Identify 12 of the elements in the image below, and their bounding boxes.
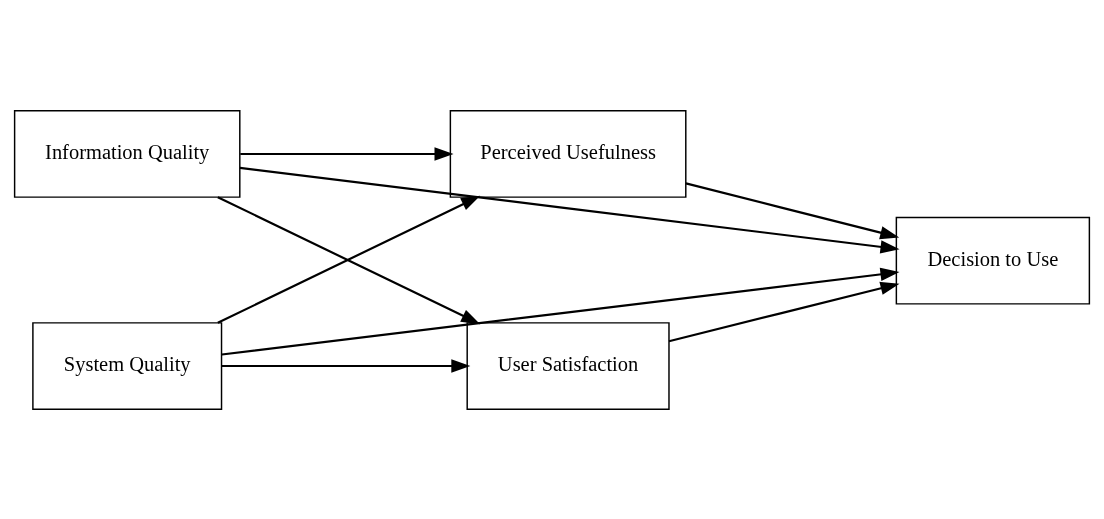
node-box: Perceived Usefulness	[449, 109, 687, 198]
node-box: User Satisfaction	[466, 321, 670, 410]
node-box: System Quality	[32, 321, 223, 410]
node-box: Information Quality	[13, 109, 241, 198]
arrow	[217, 195, 481, 324]
arrow	[221, 267, 900, 356]
arrow	[685, 181, 900, 239]
node-box: Decision to Use	[895, 216, 1091, 305]
arrow	[221, 358, 471, 373]
arrow	[240, 146, 454, 161]
arrow	[668, 281, 900, 342]
arrow	[239, 166, 900, 253]
